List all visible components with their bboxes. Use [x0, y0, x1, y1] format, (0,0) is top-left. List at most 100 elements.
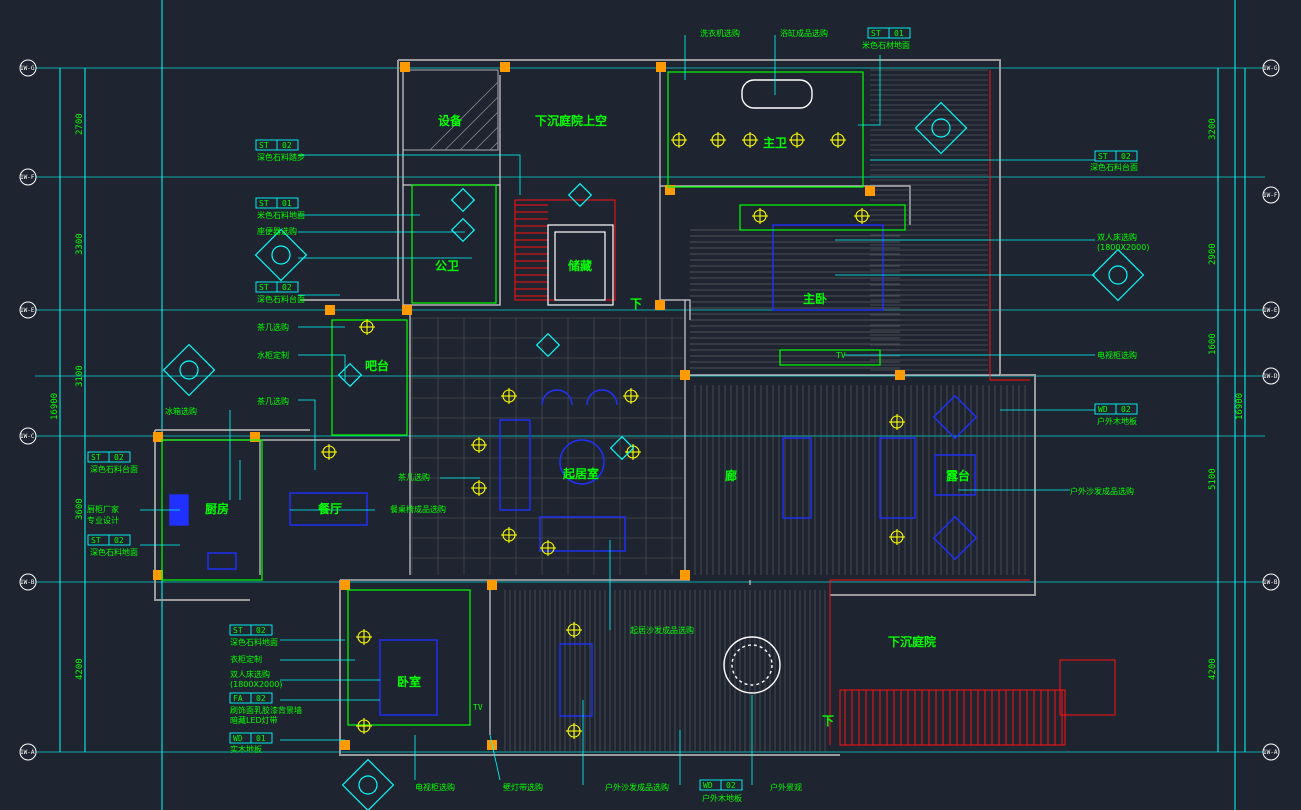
note: 深色石料踏步 — [257, 152, 305, 162]
note: 暗藏LED灯带 — [230, 715, 278, 725]
tv-mark: TV — [836, 351, 846, 360]
column — [655, 300, 665, 310]
note: 电视柜选购 — [415, 782, 455, 792]
note: 深色石料台面 — [1090, 162, 1138, 172]
column — [665, 185, 675, 195]
columns — [153, 62, 905, 750]
tag-num: 02 — [1121, 152, 1131, 161]
room-storage: 储藏 — [568, 258, 592, 273]
tag-num: 02 — [282, 283, 292, 292]
axis-label: 1W-E — [20, 307, 35, 314]
note: 深色石料地面 — [90, 547, 138, 557]
room-living: 起居室 — [562, 466, 599, 481]
leaders — [140, 35, 1095, 785]
tag-num: 02 — [282, 141, 292, 150]
note: 米色石料地面 — [257, 210, 305, 220]
floor-planks-terrace — [694, 69, 1026, 575]
armchairs — [541, 389, 618, 406]
room-porch: 廊 — [725, 468, 737, 483]
light-fixtures — [321, 132, 905, 739]
red-stairs — [514, 70, 1116, 746]
master-bed — [772, 224, 884, 311]
material-tags — [87, 27, 1138, 791]
outdoor-sofa — [879, 437, 916, 519]
room-bar: 吧台 — [365, 358, 389, 373]
tag-code: ST — [259, 283, 269, 292]
stair-down-label: 下 — [822, 714, 834, 728]
index-diamond-small — [609, 435, 635, 461]
dim-text: 5100 — [1208, 468, 1218, 490]
column — [487, 580, 497, 590]
index-circle — [931, 118, 951, 138]
tag-code: ST — [259, 199, 269, 208]
note: 深色石料地面 — [230, 637, 278, 647]
dining-table — [289, 492, 368, 526]
note: 专业设计 — [87, 515, 119, 525]
terrace-table — [782, 437, 812, 519]
bedroom-bed — [379, 639, 438, 716]
note: 壁灯带选购 — [503, 782, 543, 792]
tag-code: WD — [1098, 405, 1108, 414]
index-circle — [358, 775, 378, 795]
axis-label: 1W-B — [20, 579, 35, 586]
note: 冰箱选购 — [165, 406, 197, 416]
tag-num: 02 — [1121, 405, 1131, 414]
tag-num: 02 — [726, 781, 736, 790]
green-outlines — [161, 71, 906, 726]
index-diamond — [1091, 248, 1145, 302]
room-public-wc: 公卫 — [435, 259, 459, 273]
index-diamond — [162, 343, 216, 397]
bathtub — [741, 79, 813, 109]
index-symbols — [162, 101, 1145, 810]
axis-label: 1W-G — [20, 65, 35, 72]
dim-text: 3200 — [1208, 118, 1218, 140]
dim-total: 16900 — [1235, 393, 1245, 420]
tree-canopy — [731, 644, 773, 686]
note: 实木地板 — [230, 744, 262, 754]
dim-text: 3600 — [75, 498, 85, 520]
bar-counter — [934, 454, 976, 496]
dim-text: 4200 — [1208, 658, 1218, 680]
tag-num: 02 — [256, 626, 266, 635]
index-diamond — [914, 101, 968, 155]
floor-planks-master — [690, 229, 900, 369]
room-bedroom: 卧室 — [397, 674, 421, 689]
axis-label: 1W-G — [1263, 65, 1278, 72]
note: 水柜定制 — [257, 350, 289, 360]
tv-mark: TV — [473, 703, 483, 712]
column — [680, 570, 690, 580]
outdoor-chair — [932, 515, 978, 561]
furniture — [169, 79, 978, 717]
axis-label: 1W-A — [1263, 749, 1278, 756]
index-diamond — [341, 758, 395, 810]
index-circle — [179, 360, 199, 380]
tag-num: 01 — [256, 734, 266, 743]
note: 茶几选购 — [398, 472, 430, 482]
sofa — [539, 516, 626, 552]
column — [340, 580, 350, 590]
note: 茶几选购 — [257, 396, 289, 406]
axis-label: 1W-F — [1263, 192, 1278, 199]
column — [153, 570, 163, 580]
sofa — [499, 419, 531, 511]
floor-tiles-living — [411, 317, 683, 575]
note: 户外景观 — [770, 782, 802, 792]
dim-text: 3300 — [75, 233, 85, 255]
tag-num: 01 — [282, 199, 292, 208]
dim-text: 2700 — [75, 113, 85, 135]
column — [865, 186, 875, 196]
note: 米色石材地面 — [862, 40, 910, 50]
sink — [207, 552, 237, 570]
tag-code: ST — [871, 29, 881, 38]
room-terrace: 露台 — [946, 468, 970, 483]
column — [895, 370, 905, 380]
tag-num: 02 — [114, 453, 124, 462]
note: (1800X2000) — [230, 680, 282, 689]
axis-bubbles: 1W-G 1W-F 1W-E 1W-C 1W-B 1W-A 1W-G 1W-F … — [19, 59, 1280, 761]
room-kitchen: 厨房 — [205, 501, 229, 516]
tag-num: 01 — [894, 29, 904, 38]
stair-core — [547, 224, 614, 306]
room-dining: 餐厅 — [318, 501, 342, 516]
